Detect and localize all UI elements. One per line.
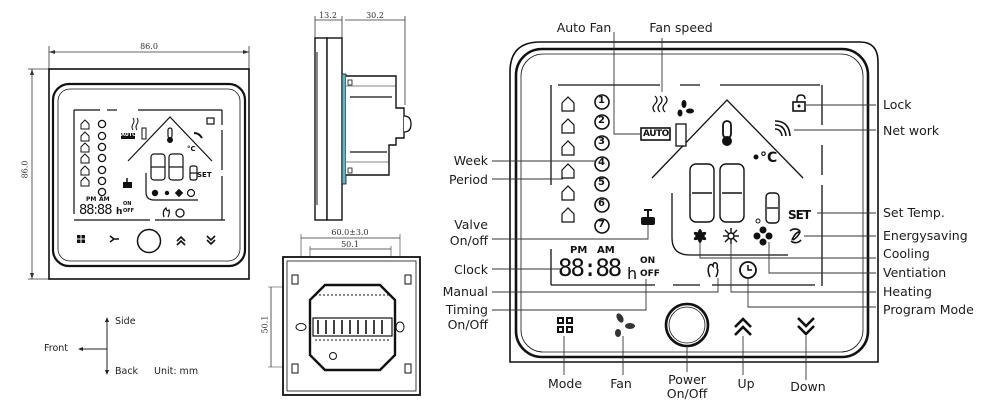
side-front-depth-label: 13.2 (319, 11, 337, 20)
ventilation-icon (753, 226, 773, 246)
thermometer-icon (722, 120, 732, 146)
hour-unit: h (627, 264, 638, 283)
pm-label: PM (570, 245, 588, 256)
callout-leaders (492, 32, 876, 380)
cooling-icon (693, 229, 707, 243)
orientation-front: Front (44, 343, 69, 354)
front-celsius: °C (187, 145, 196, 153)
fan-blade-icon (677, 100, 694, 117)
front-buttons (77, 228, 216, 254)
week-day-6: 6 (598, 198, 605, 209)
callout-valve-line2: On/off (449, 233, 488, 248)
fan-button-icon (615, 313, 635, 337)
clock-digits: 88:88 (558, 254, 622, 282)
button-label-power-line1: Power (668, 372, 706, 387)
celsius-symbol: °C (760, 150, 778, 166)
on-label: ON (640, 256, 656, 266)
callout-timing-line1: Timing (445, 302, 488, 317)
set-label: SET (788, 208, 811, 222)
fan-speed-icon (652, 95, 668, 113)
callout-program-mode: Program Mode (883, 302, 974, 317)
button-label-fan: Fan (610, 376, 632, 391)
callout-lock: Lock (883, 97, 912, 112)
callout-heating: Heating (883, 284, 932, 299)
week-day-7: 7 (598, 219, 605, 230)
button-label-power-line2: On/Off (666, 386, 708, 401)
week-day-4: 4 (598, 157, 605, 168)
callout-timing-line2: On/Off (447, 317, 488, 332)
callout-network: Net work (883, 123, 940, 138)
callout-valve-line1: Valve (454, 217, 488, 232)
network-icon (774, 120, 791, 137)
week-day-3: 3 (598, 136, 605, 147)
orientation-back: Back (115, 366, 139, 377)
orientation-side: Side (115, 316, 136, 327)
callout-clock: Clock (454, 262, 488, 277)
valve-icon (641, 209, 655, 225)
front-clock-digits: 88:88 (79, 203, 112, 218)
callout-period: Period (449, 172, 488, 187)
button-label-down: Down (790, 379, 826, 394)
callout-ventilation: Ventiation (883, 265, 947, 280)
callout-week: Week (453, 153, 488, 168)
side-back-depth-label: 30.2 (366, 11, 384, 20)
back-inner-width-label: 50.1 (341, 240, 359, 249)
period-icons (561, 96, 575, 223)
front-hour-unit: h (116, 207, 123, 217)
detail-body (514, 47, 870, 359)
mode-button-icon (557, 317, 573, 333)
lock-icon (792, 94, 806, 112)
off-label: OFF (640, 269, 660, 279)
temperature-digits (689, 163, 780, 224)
callout-set-temp: Set Temp. (883, 205, 945, 220)
callout-cooling: Cooling (883, 246, 930, 261)
button-label-mode: Mode (547, 376, 583, 391)
front-set-label: SET (197, 171, 212, 179)
heating-sun-icon (723, 228, 739, 244)
back-outer-width-label: 60.0±3.0 (331, 228, 369, 237)
front-off: OFF (123, 208, 135, 214)
callout-auto-fan: Auto Fan (556, 20, 612, 35)
manual-hand-icon (707, 262, 719, 278)
unit-label: Unit: mm (154, 366, 199, 377)
front-pm: PM (86, 196, 97, 203)
callout-energy-saving: Energysaving (883, 228, 968, 243)
auto-badge-text: AUTO (643, 129, 669, 139)
week-day-2: 2 (598, 115, 605, 126)
front-on: ON (123, 201, 132, 207)
front-am: AM (99, 196, 110, 203)
callout-manual: Manual (442, 284, 488, 299)
am-label: AM (597, 245, 615, 256)
week-day-1: 1 (598, 95, 605, 106)
week-circles (594, 94, 610, 234)
button-label-up: Up (737, 376, 755, 391)
week-day-5: 5 (598, 177, 605, 188)
front-width-label: 86.0 (140, 42, 158, 51)
callout-fan-speed: Fan speed (649, 20, 713, 35)
energy-saving-icon (789, 228, 802, 244)
down-button-icon (797, 317, 815, 336)
front-auto-badge: AUTO (121, 132, 137, 138)
up-button-icon (734, 317, 752, 336)
